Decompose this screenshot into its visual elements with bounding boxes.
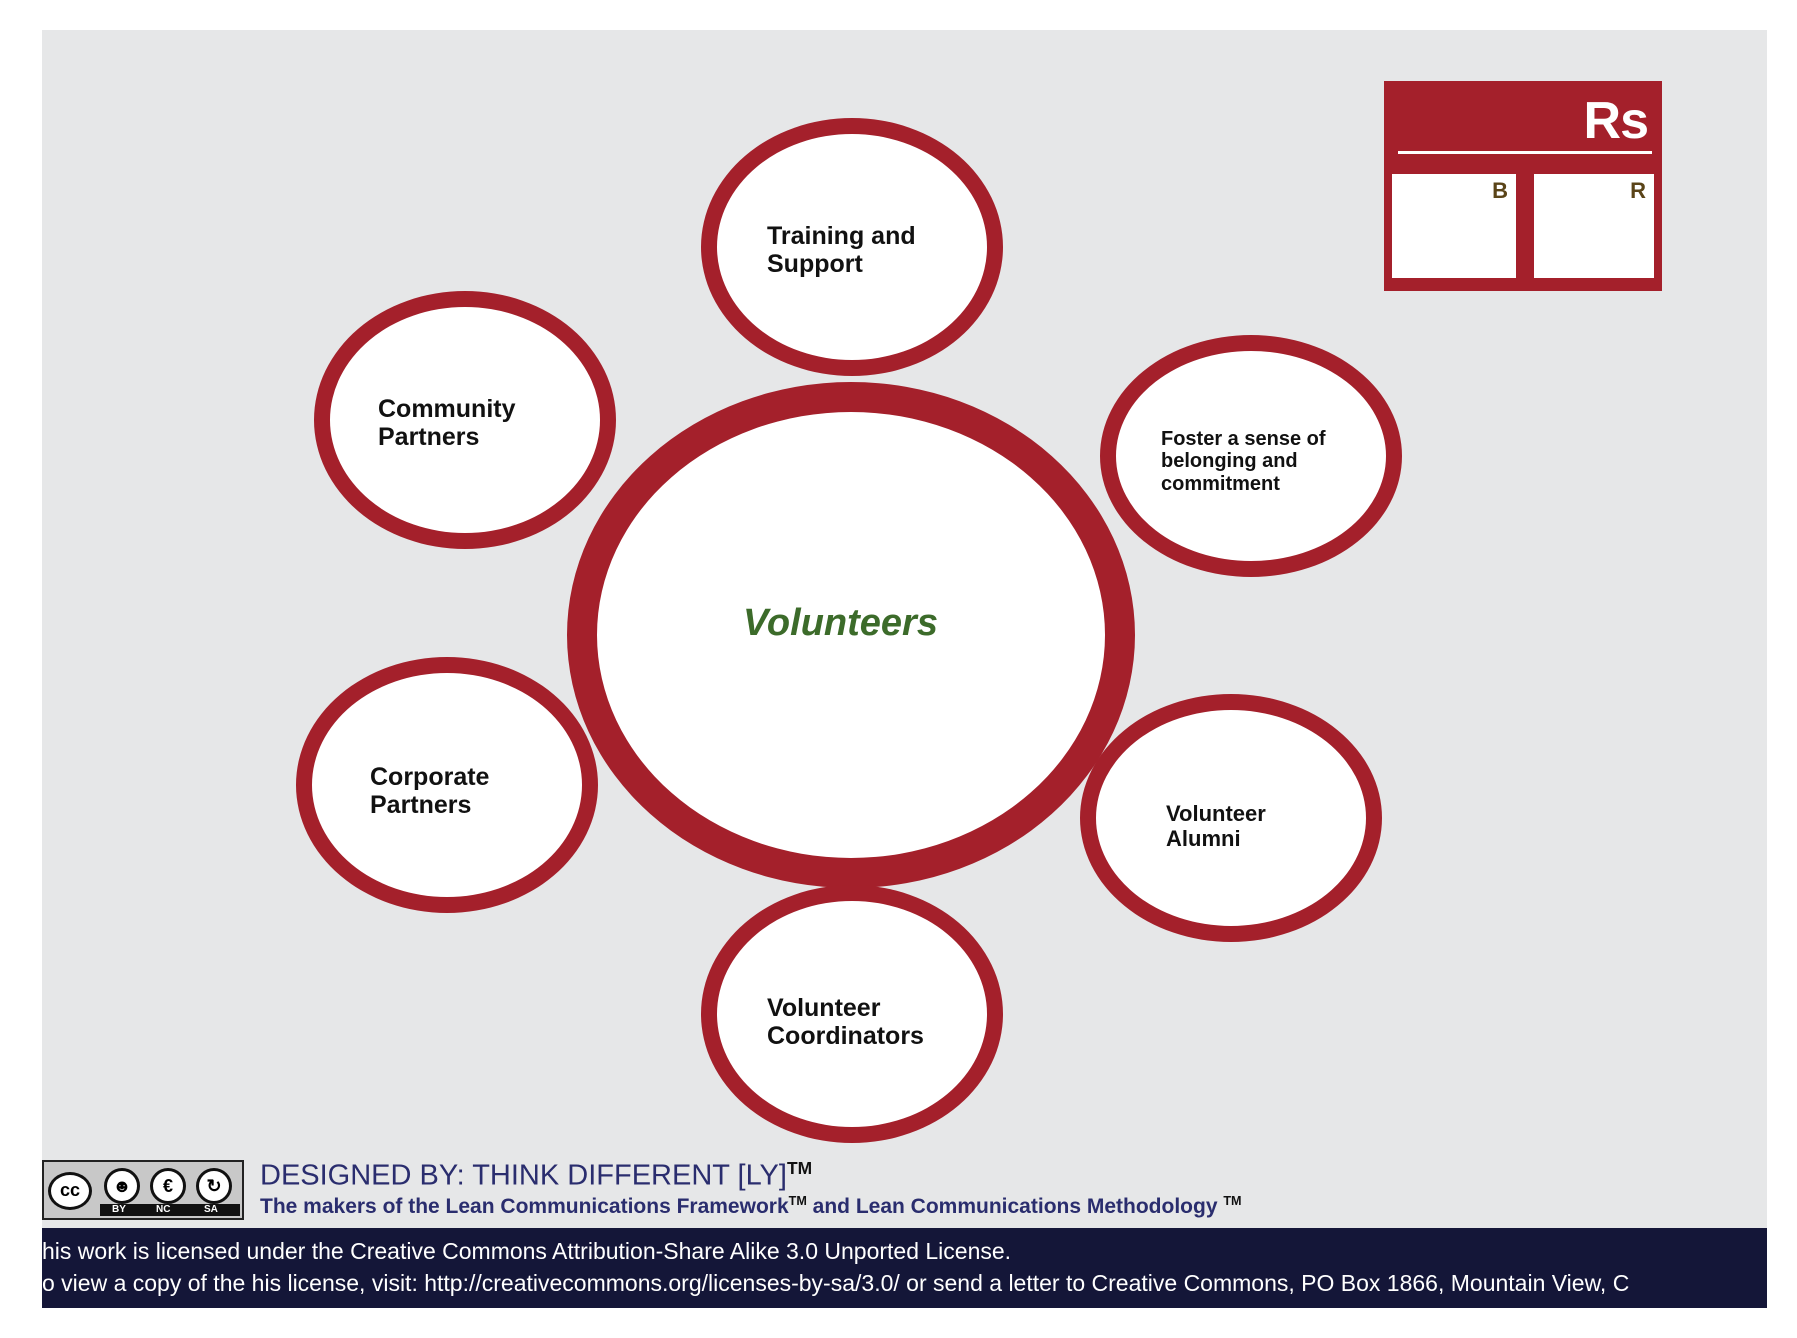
legend-divider [1398,151,1652,154]
node-label: Foster a sense of belonging and commitme… [1161,428,1326,495]
designed-by-line: DESIGNED BY: THINK DIFFERENT [LY]TM [260,1158,812,1193]
cc-term-by: BY [112,1204,126,1215]
trademark-mark: TM [786,1158,813,1178]
center-node-volunteers: Volunteers [567,382,1135,888]
node-label: Corporate Partners [370,763,490,819]
legend-cell-left: B [1392,174,1516,278]
node-label: Community Partners [378,395,516,451]
node-label: Training and Support [767,222,916,278]
cc-icon: cc [48,1172,92,1210]
cc-term-sa: SA [204,1204,218,1215]
node-volunteer-alumni: Volunteer Alumni [1080,694,1382,942]
trademark-mark: TM [788,1194,807,1208]
legend-box: Rs B R [1384,81,1662,291]
legend-title: Rs [1583,92,1649,150]
makers-text-1: The makers of the Lean Communications Fr… [260,1195,789,1218]
node-foster-belonging: Foster a sense of belonging and commitme… [1100,335,1402,577]
sharealike-icon: ↻ [196,1168,232,1204]
node-label: Volunteer Alumni [1166,801,1266,851]
node-community-partners: Community Partners [314,291,616,549]
trademark-mark: TM [1223,1194,1242,1208]
slide: Volunteers Training and Support Communit… [42,30,1767,1308]
node-label: Volunteer Coordinators [767,994,924,1050]
node-volunteer-coordinators: Volunteer Coordinators [701,885,1003,1143]
legend-key-right: R [1630,178,1646,203]
legend-cell-right: R [1534,174,1654,278]
makers-text-2: and Lean Communications Methodology [806,1195,1224,1218]
node-corporate-partners: Corporate Partners [296,657,598,913]
makers-line: The makers of the Lean Communications Fr… [260,1194,1242,1219]
center-label: Volunteers [743,602,938,644]
creative-commons-badge[interactable]: cc ☻ € ↻ BY NC SA [42,1160,244,1220]
designed-by-text: DESIGNED BY: THINK DIFFERENT [LY] [260,1159,787,1192]
credits: cc ☻ € ↻ BY NC SA DESIGNED BY: THINK DIF… [42,1158,1767,1220]
license-line-1: his work is licensed under the Creative … [42,1238,1012,1264]
legend-key-left: B [1492,178,1508,203]
node-training-support: Training and Support [701,118,1003,376]
noncommercial-icon: € [150,1168,186,1204]
license-line-2[interactable]: o view a copy of the his license, visit:… [42,1270,1630,1296]
cc-terms-bar: BY NC SA [100,1204,240,1216]
license-footer: his work is licensed under the Creative … [42,1228,1767,1308]
cc-term-nc: NC [156,1204,171,1215]
attribution-icon: ☻ [104,1168,140,1204]
